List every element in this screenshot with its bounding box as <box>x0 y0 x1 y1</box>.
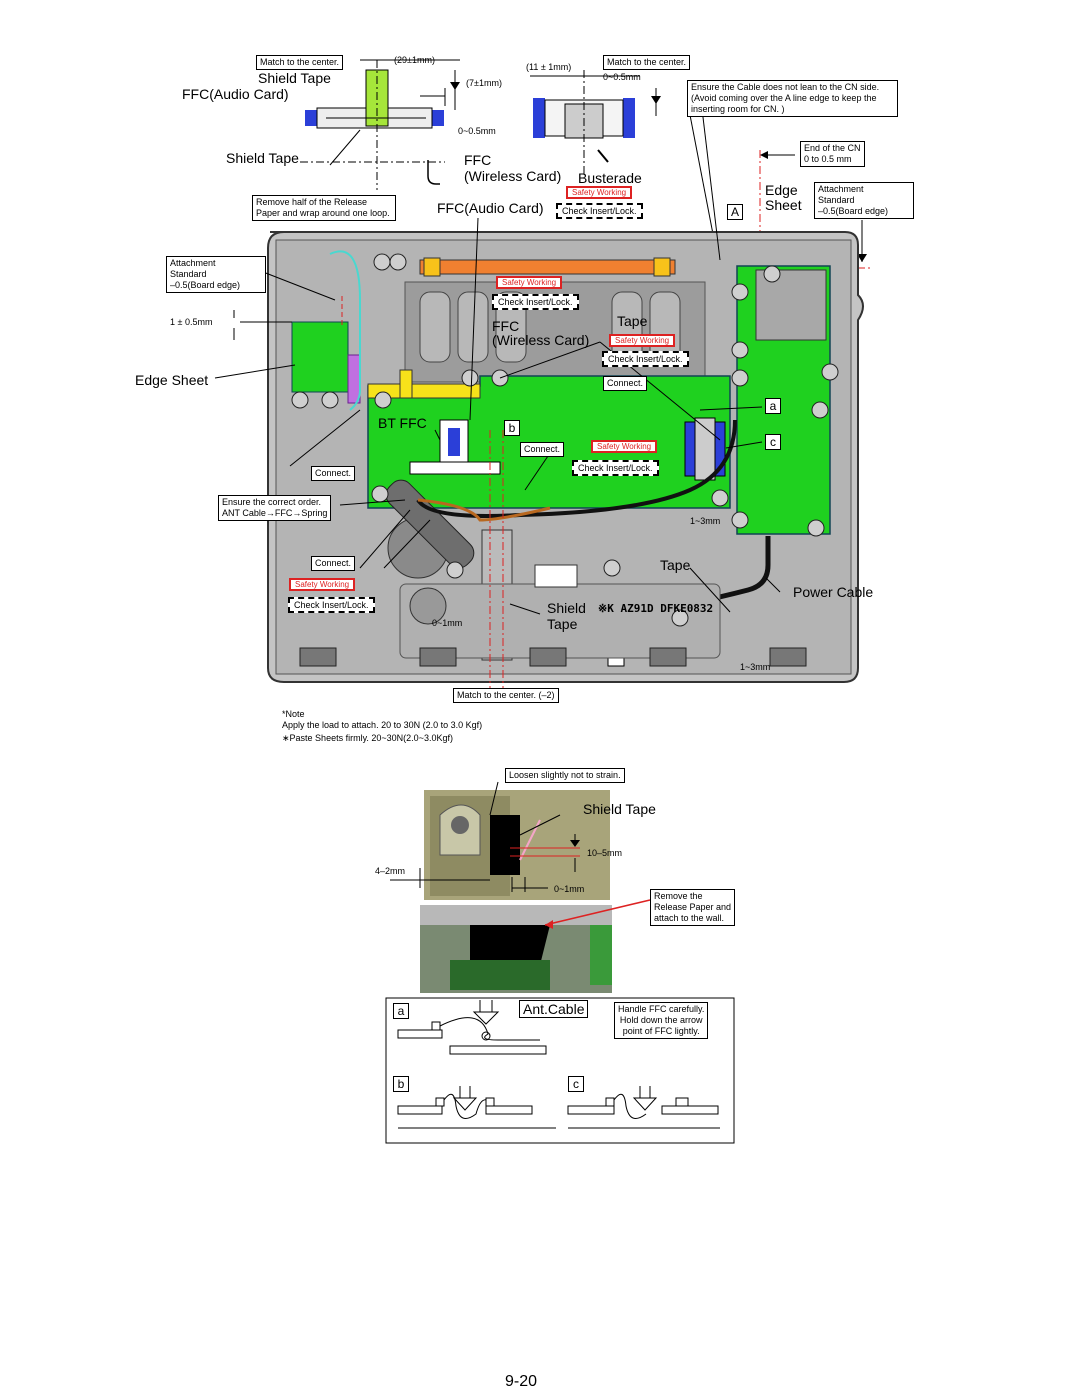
dim-0-1: 0~1mm <box>432 618 463 628</box>
end-cn-note: End of the CN 0 to 0.5 mm <box>800 141 865 167</box>
shield-label: Shield <box>547 600 586 616</box>
connect-label-3: Connect. <box>311 466 356 481</box>
match-center-label-1: Match to the center. <box>256 55 344 70</box>
attach-std-right: Attachment Standard –0.5(Board edge) <box>814 182 914 219</box>
power-cable-label: Power Cable <box>793 584 874 600</box>
remove-release-2: Release Paper and <box>654 902 732 912</box>
dim-11: (11 ± 1mm) <box>526 62 572 72</box>
end-cn-line2: 0 to 0.5 mm <box>804 154 852 164</box>
ffc-audio-label-2: FFC(Audio Card) <box>437 200 544 216</box>
safety-working-badge-top: Safety Working <box>566 186 633 199</box>
check-insert-3: Check Insert/Lock. <box>572 460 659 476</box>
attach-std-right-3: –0.5(Board edge) <box>818 206 889 216</box>
dim-0-1-photo: 0~1mm <box>554 884 585 894</box>
check-insert-4: Check Insert/Lock. <box>288 597 375 613</box>
ffc-label: FFC <box>464 152 492 168</box>
connect-label-4: Connect. <box>311 556 356 571</box>
shield-tape-photo-label: Shield Tape <box>583 801 656 817</box>
shield-tape-label-2: Shield Tape <box>226 150 299 166</box>
sheet-label: Sheet <box>765 197 802 213</box>
ant-cable-label: Ant.Cable <box>519 1000 589 1018</box>
check-insert-2: Check Insert/Lock. <box>602 351 689 367</box>
dim-10-5: 10–5mm <box>587 848 623 858</box>
ensure-order-line1: Ensure the correct order. <box>222 497 322 507</box>
connect-label-1: Connect. <box>603 376 648 391</box>
handle-line-2: Hold down the arrow <box>619 1015 703 1025</box>
safety-working-badge-4: Safety Working <box>289 578 356 591</box>
detail-label-b: b <box>393 1076 409 1092</box>
label-a-main: a <box>765 398 781 414</box>
attach-std-left: Attachment Standard –0.5(Board edge) <box>166 256 266 293</box>
tape-label-3: Tape <box>547 616 578 632</box>
handle-line-1: Handle FFC carefully. <box>618 1004 705 1014</box>
attach-std-right-2: Standard <box>818 195 855 205</box>
remove-release-1: Remove the <box>654 891 703 901</box>
label-b-main: b <box>504 420 520 436</box>
attach-std-left-3: –0.5(Board edge) <box>170 280 241 290</box>
check-insert-1: Check Insert/Lock. <box>492 294 579 310</box>
end-cn-line1: End of the CN <box>804 143 861 153</box>
ensure-cable-note: Ensure the Cable does not lean to the CN… <box>687 80 898 117</box>
busterade-label: Busterade <box>578 170 642 186</box>
dim-0-05-a: 0~0.5mm <box>458 126 496 136</box>
loosen-note: Loosen slightly not to strain. <box>505 768 625 783</box>
shield-tape-label: Shield Tape <box>258 70 331 86</box>
label-code: ※K AZ91D DFKE0832 <box>598 602 714 615</box>
dim-29: (29±1mm) <box>394 55 435 65</box>
label-A: A <box>727 204 743 220</box>
attach-std-left-1: Attachment <box>170 258 216 268</box>
safety-working-badge-1: Safety Working <box>496 276 563 289</box>
ffc-audio-label: FFC(Audio Card) <box>182 86 289 102</box>
label-c-main: c <box>765 434 781 450</box>
page-number: 9-20 <box>505 1373 538 1390</box>
dim-1-3-b: 1~3mm <box>740 662 771 672</box>
wireless-card-main: (Wireless Card) <box>492 332 590 348</box>
match-center-label-3: Match to the center. (–2) <box>453 688 559 703</box>
note-line-1: Apply the load to attach. 20 to 30N (2.0… <box>282 720 483 730</box>
connect-label-2: Connect. <box>520 442 565 457</box>
ensure-order-line2: ANT Cable→FFC→Spring <box>222 508 328 518</box>
tape-label-1: Tape <box>617 313 648 329</box>
dim-4-2: 4–2mm <box>375 866 406 876</box>
handle-ffc-note: Handle FFC carefully. Hold down the arro… <box>614 1002 709 1039</box>
top-mid-shield-detail <box>530 70 661 176</box>
dim-1-05: 1 ± 0.5mm <box>170 317 213 327</box>
attach-std-left-2: Standard <box>170 269 207 279</box>
safety-working-badge-2: Safety Working <box>609 334 676 347</box>
attach-std-right-1: Attachment <box>818 184 864 194</box>
photo-top <box>390 781 610 900</box>
handle-line-3: point of FFC lightly. <box>622 1026 700 1036</box>
dim-7: (7±1mm) <box>466 78 502 88</box>
detail-box <box>385 997 735 1144</box>
dim-1-3-a: 1~3mm <box>690 516 721 526</box>
remove-release-note: Remove the Release Paper and attach to t… <box>650 889 736 926</box>
note-heading: *Note <box>282 709 305 719</box>
safety-working-badge-3: Safety Working <box>591 440 658 453</box>
edge-label: Edge <box>765 182 798 198</box>
top-left-shield-detail <box>300 59 460 190</box>
bt-ffc-label: BT FFC <box>378 415 427 431</box>
photo-bottom <box>420 899 651 993</box>
tape-label-2: Tape <box>660 557 691 573</box>
detail-label-a: a <box>393 1003 409 1019</box>
check-insert-top: Check Insert/Lock. <box>556 203 643 219</box>
match-center-label-2: Match to the center. <box>603 55 691 70</box>
remove-half-note: Remove half of the Release Paper and wra… <box>252 195 396 221</box>
ensure-order-note: Ensure the correct order. ANT Cable→FFC→… <box>218 495 332 521</box>
remove-release-3: attach to the wall. <box>654 913 725 923</box>
detail-label-c: c <box>568 1076 584 1092</box>
leader-lines <box>214 91 781 615</box>
ffc-label-main: FFC <box>492 318 520 334</box>
dim-0-05-b: 0~0.5mm <box>603 72 641 82</box>
wireless-card-label: (Wireless Card) <box>464 168 562 184</box>
edge-sheet-label: Edge Sheet <box>135 372 209 388</box>
note-line-2: ∗Paste Sheets firmly. 20~30N(2.0~3.0Kgf) <box>282 733 453 743</box>
